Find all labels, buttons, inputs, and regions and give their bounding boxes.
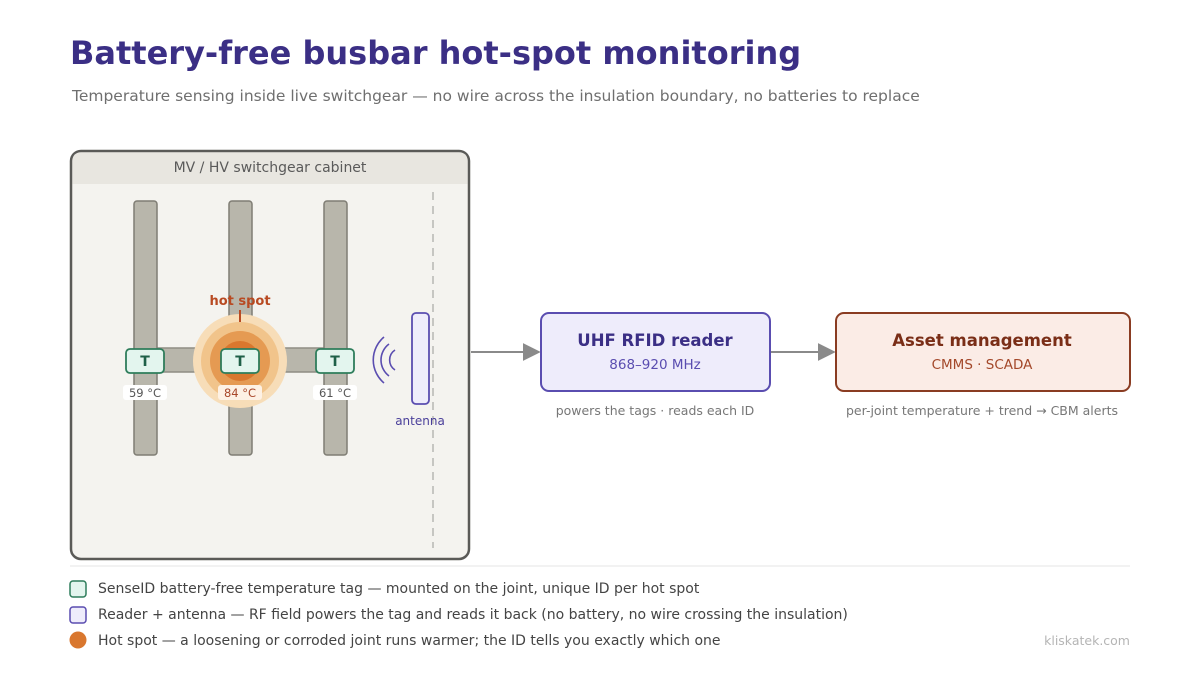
rfid-reader-box: UHF RFID reader 868–920 MHz [540, 312, 771, 392]
tag-body [220, 348, 260, 374]
legend-text: Reader + antenna — RF field powers the t… [98, 607, 848, 623]
legend: SenseID battery-free temperature tag — m… [69, 580, 848, 649]
tag-temperature: 59 °C [129, 386, 161, 400]
reader-title: UHF RFID reader [577, 331, 733, 350]
tag-temperature: 61 °C [319, 386, 351, 400]
cabinet-label: MV / HV switchgear cabinet [174, 160, 367, 176]
rf-wave-medium [380, 343, 390, 377]
busbar-phase-1 [133, 200, 158, 456]
reader-caption: powers the tags · reads each ID [556, 403, 755, 418]
tag-temp-background [218, 385, 262, 400]
legend-item-reader: Reader + antenna — RF field powers the t… [69, 606, 848, 624]
reader-swatch-icon [69, 606, 87, 624]
antenna-label: antenna [395, 414, 445, 428]
tag-temperature-hot: 84 °C [224, 386, 256, 400]
tag-letter: T [330, 354, 340, 370]
rf-wave-small [388, 349, 396, 371]
tag-letter: T [235, 354, 245, 370]
temperature-tag-1: T 59 °C [123, 348, 167, 400]
rf-waves-icon [372, 336, 396, 384]
cabinet-header-band [72, 152, 468, 184]
tag-body [125, 348, 165, 374]
reader-frequency: 868–920 MHz [609, 357, 700, 373]
antenna-icon [411, 312, 430, 405]
page-title: Battery-free busbar hot-spot monitoring [70, 34, 801, 72]
rf-wave-large [372, 336, 385, 384]
tag-letter: T [140, 354, 150, 370]
hotspot-swatch-icon [69, 631, 87, 649]
legend-item-hotspot: Hot spot — a loosening or corroded joint… [69, 631, 721, 649]
legend-text: SenseID battery-free temperature tag — m… [98, 581, 700, 597]
tag-temp-background [123, 385, 167, 400]
page-subtitle: Temperature sensing inside live switchge… [71, 87, 920, 105]
reader-frame [540, 312, 771, 392]
hotspot-label: hot spot [209, 294, 270, 309]
asset-frame [835, 312, 1131, 392]
footer-credit: kliskatek.com [1044, 633, 1130, 648]
asset-systems: CMMS · SCADA [932, 357, 1034, 373]
legend-item-tag: SenseID battery-free temperature tag — m… [69, 580, 700, 598]
legend-text: Hot spot — a loosening or corroded joint… [98, 633, 721, 649]
busbar-phase-3 [323, 200, 348, 456]
asset-management-box: Asset management CMMS · SCADA [835, 312, 1131, 392]
temperature-tag-3: T 61 °C [313, 348, 357, 400]
tag-body [315, 348, 355, 374]
tag-swatch-icon [69, 580, 87, 598]
asset-title: Asset management [892, 331, 1072, 350]
asset-caption: per-joint temperature + trend → CBM aler… [846, 403, 1118, 418]
tag-temp-background [313, 385, 357, 400]
temperature-tag-2: T 84 °C [218, 348, 262, 400]
